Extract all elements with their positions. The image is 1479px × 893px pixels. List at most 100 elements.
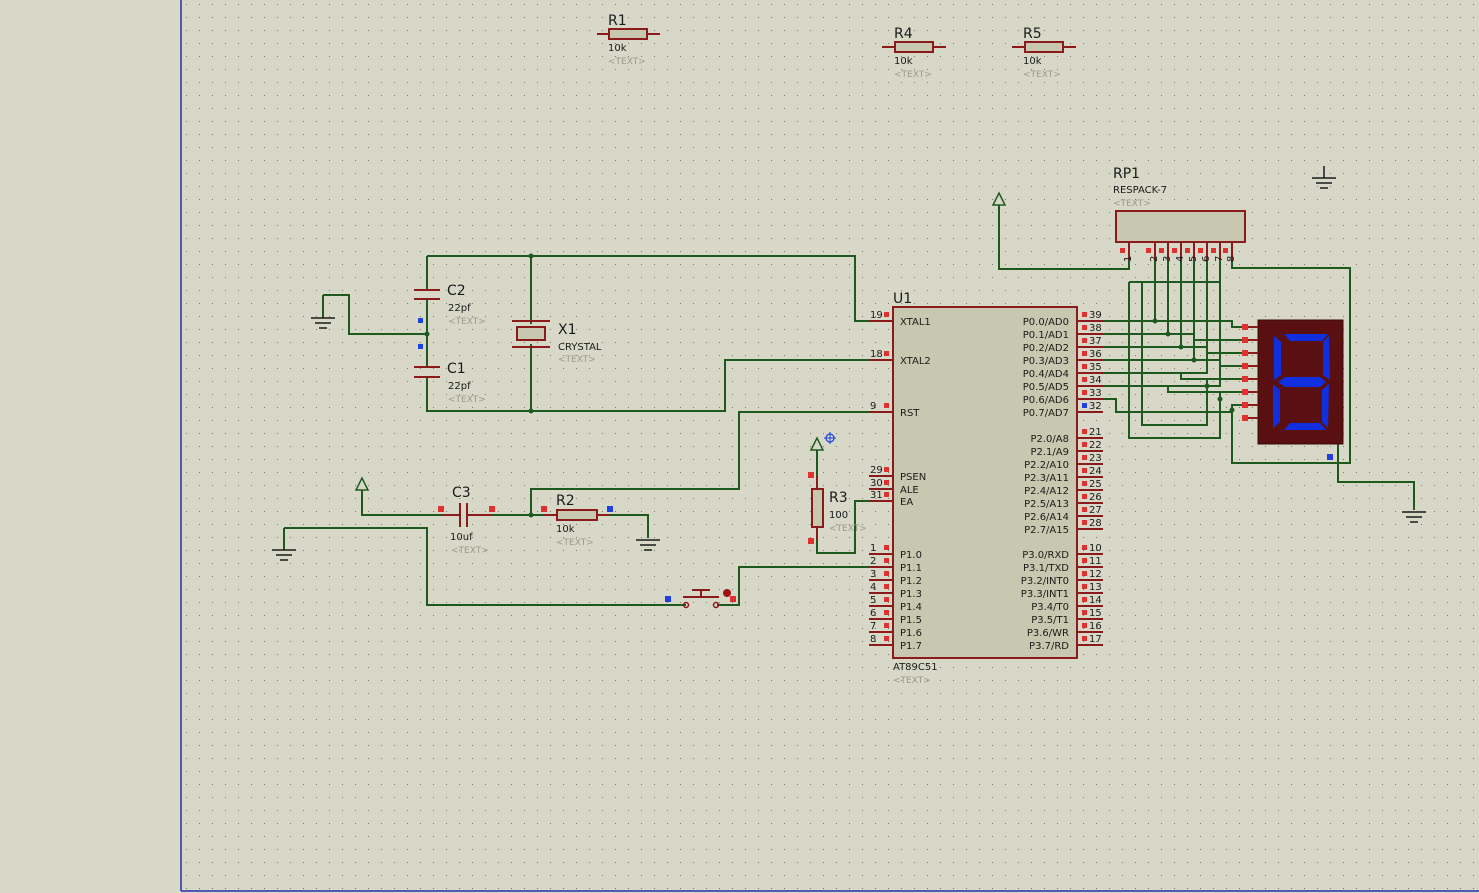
ground-symbol-icon[interactable] [272, 549, 296, 561]
r2-ref-label: R2 [556, 493, 575, 509]
x1-text-placeholder: <TEXT> [558, 355, 596, 365]
crystal-x1[interactable]: X1 CRYSTAL <TEXT> [512, 320, 602, 365]
capacitor-c2[interactable]: C2 22pf <TEXT> [414, 283, 486, 327]
u1-pin-number: 33 [1089, 388, 1102, 399]
u1-pin-number: 26 [1089, 492, 1102, 503]
u1-pin-label: P1.1 [900, 563, 922, 574]
u1-pin-label: P3.5/T1 [1031, 615, 1069, 626]
u1-pin-label: XTAL2 [900, 356, 931, 367]
resistor-r4[interactable]: R4 10k <TEXT> [882, 26, 946, 80]
u1-pin-number: 28 [1089, 518, 1102, 529]
u1-pin-number: 9 [870, 401, 876, 412]
r3-text-placeholder: <TEXT> [829, 524, 867, 534]
ground-symbol-icon[interactable] [311, 317, 335, 329]
u1-pin-label: P3.4/T0 [1031, 602, 1069, 613]
u1-pin-label: P3.1/TXD [1023, 563, 1069, 574]
u1-pin-number: 30 [870, 478, 883, 489]
resistor-r2[interactable]: R2 10k <TEXT> [541, 493, 613, 548]
r1-ref-label: R1 [608, 13, 627, 29]
u1-pin-label: P1.6 [900, 628, 922, 639]
push-button-switch[interactable] [665, 589, 736, 609]
u1-pin-label: P2.6/A14 [1024, 512, 1069, 523]
ground-symbol-icon[interactable] [636, 539, 660, 551]
r5-value-label: 10k [1023, 56, 1042, 67]
power-terminal-icon[interactable] [354, 476, 370, 491]
c2-value-label: 22pf [448, 303, 471, 314]
u1-pin-number: 18 [870, 349, 883, 360]
u1-pin-number: 11 [1089, 556, 1102, 567]
rp1-value-label: RESPACK-7 [1113, 185, 1167, 196]
u1-pin-label: P0.5/AD5 [1023, 382, 1069, 393]
u1-pin-number: 12 [1089, 569, 1102, 580]
c3-ref-label: C3 [452, 485, 471, 501]
selected-pin-marker [418, 344, 423, 349]
u1-pin-label: P1.7 [900, 641, 922, 652]
u1-pin-label: P0.2/AD2 [1023, 343, 1069, 354]
capacitor-c3[interactable]: C3 10uf <TEXT> [438, 485, 495, 556]
r3-ref-label: R3 [829, 490, 848, 506]
u1-pin-number: 39 [1089, 310, 1102, 321]
u1-pin-label: P1.2 [900, 576, 922, 587]
c1-value-label: 22pf [448, 381, 471, 392]
u1-pin-label: P0.3/AD3 [1023, 356, 1069, 367]
u1-pin-number: 2 [870, 556, 876, 567]
u1-pin-number: 25 [1089, 479, 1102, 490]
u1-pin-number: 24 [1089, 466, 1102, 477]
u1-pin-number: 3 [870, 569, 876, 580]
r4-ref-label: R4 [894, 26, 913, 42]
u1-pin-label: XTAL1 [900, 317, 931, 328]
power-terminal-icon[interactable] [991, 191, 1007, 206]
u1-pin-number: 19 [870, 310, 883, 321]
r4-value-label: 10k [894, 56, 913, 67]
resistor-r1[interactable]: R1 10k <TEXT> [597, 13, 660, 67]
u1-pin-number: 10 [1089, 543, 1102, 554]
c3-value-label: 10uf [450, 532, 473, 543]
u1-pin-label: P2.0/A8 [1030, 434, 1069, 445]
u1-pin-number: 16 [1089, 621, 1102, 632]
rp1-pin-number: 6 [1201, 256, 1212, 262]
r5-ref-label: R5 [1023, 26, 1042, 42]
u1-pin-label: P3.3/INT1 [1021, 589, 1069, 600]
rp1-ref-label: RP1 [1113, 166, 1140, 182]
u1-pin-number: 21 [1089, 427, 1102, 438]
u1-pin-number: 38 [1089, 323, 1102, 334]
seven-segment-display[interactable] [1242, 319, 1344, 460]
x1-ref-label: X1 [558, 322, 577, 338]
rp1-pin-number: 4 [1175, 256, 1186, 262]
u1-pin-number: 17 [1089, 634, 1102, 645]
u1-pin-label: P1.3 [900, 589, 922, 600]
u1-pin-number: 15 [1089, 608, 1102, 619]
u1-pin-label: P2.1/A9 [1030, 447, 1069, 458]
x1-value-label: CRYSTAL [558, 342, 602, 353]
rp1-pin-number: 1 [1123, 256, 1134, 262]
display-segments [1273, 334, 1330, 430]
u1-ref-label: U1 [893, 291, 912, 307]
u1-pin-number: 6 [870, 608, 876, 619]
u1-pin-number: 37 [1089, 336, 1102, 347]
rp1-text-placeholder: <TEXT> [1113, 199, 1151, 209]
power-terminal-icon[interactable] [809, 436, 825, 451]
r5-text-placeholder: <TEXT> [1023, 70, 1061, 80]
u1-pin-number: 8 [870, 634, 876, 645]
u1-pin-number: 34 [1089, 375, 1102, 386]
u1-pin-label: P0.0/AD0 [1023, 317, 1069, 328]
rp1-pin-number: 8 [1226, 256, 1237, 262]
capacitor-c1[interactable]: C1 22pf <TEXT> [414, 361, 486, 405]
u1-pin-number: 36 [1089, 349, 1102, 360]
u1-pin-label: ALE [900, 485, 919, 496]
u1-pin-number: 27 [1089, 505, 1102, 516]
u1-pin-label: P3.0/RXD [1022, 550, 1069, 561]
ground-symbol-icon[interactable] [1312, 166, 1336, 189]
r2-text-placeholder: <TEXT> [556, 538, 594, 548]
u1-pin-label: P2.2/A10 [1024, 460, 1069, 471]
u1-pin-number: 14 [1089, 595, 1102, 606]
u1-pin-label: RST [900, 408, 920, 419]
ground-symbol-icon[interactable] [1402, 511, 1426, 523]
resistor-r3[interactable]: R3 100 <TEXT> [808, 472, 867, 544]
u1-value-label: AT89C51 [893, 662, 938, 673]
resistor-r5[interactable]: R5 10k <TEXT> [1012, 26, 1076, 80]
microcontroller-u1[interactable]: 19XTAL118XTAL29RST29PSEN30ALE31EA1P1.02P… [869, 291, 1103, 686]
u1-pin-label: P3.7/RD [1029, 641, 1069, 652]
